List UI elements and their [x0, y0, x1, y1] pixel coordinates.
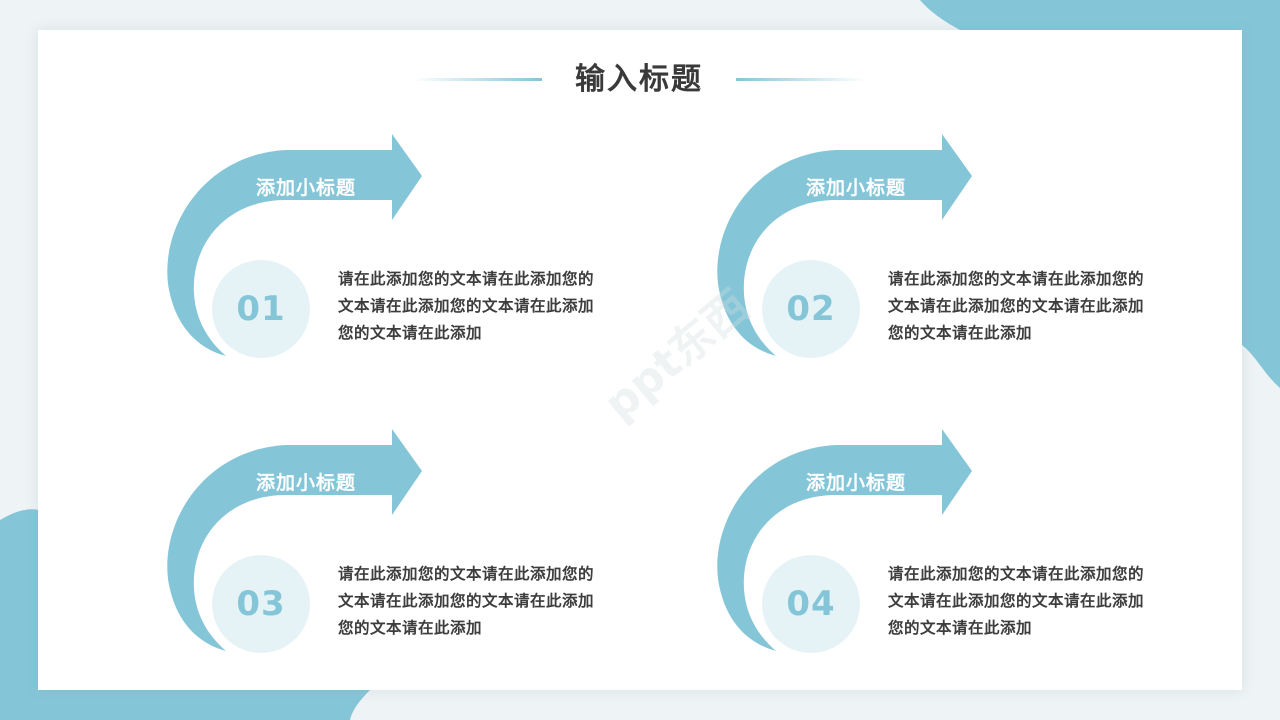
title-line-right [736, 78, 866, 81]
item-subtitle: 添加小标题 [806, 177, 907, 199]
item-subtitle: 添加小标题 [806, 472, 907, 494]
item-number: 02 [762, 260, 860, 358]
item-subtitle: 添加小标题 [256, 472, 357, 494]
item-description: 请在此添加您的文本请在此添加您的文本请在此添加您的文本请在此添加您的文本请在此添… [888, 565, 1145, 637]
list-item-4: 添加小标题 04 请在此添加您的文本请在此添加您的文本请在此添加您的文本请在此添… [716, 429, 1176, 669]
curved-arrow-icon [717, 429, 972, 651]
item-number: 01 [212, 260, 310, 358]
item-description: 请在此添加您的文本请在此添加您的文本请在此添加您的文本请在此添加您的文本请在此添… [338, 270, 595, 342]
title-section: 输入标题 [38, 30, 1242, 134]
item-number: 03 [212, 555, 310, 653]
item-description: 请在此添加您的文本请在此添加您的文本请在此添加您的文本请在此添加您的文本请在此添… [888, 270, 1145, 342]
page-title: 输入标题 [575, 62, 703, 97]
list-item-3: 添加小标题 03 请在此添加您的文本请在此添加您的文本请在此添加您的文本请在此添… [166, 429, 626, 669]
list-item-1: 添加小标题 01 请在此添加您的文本请在此添加您的文本请在此添加您的文本请在此添… [166, 134, 626, 374]
list-item-2: 添加小标题 02 请在此添加您的文本请在此添加您的文本请在此添加您的文本请在此添… [716, 134, 1176, 374]
curved-arrow-icon [717, 134, 972, 356]
item-subtitle: 添加小标题 [256, 177, 357, 199]
item-description: 请在此添加您的文本请在此添加您的文本请在此添加您的文本请在此添加您的文本请在此添… [338, 565, 595, 637]
curved-arrow-icon [167, 134, 422, 356]
slide-card: 输入标题 添加小标题 01 请在此添加您的文本请在此添加您的文本请在此添加您的文… [38, 30, 1242, 690]
title-line-left [412, 78, 542, 81]
item-number: 04 [762, 555, 860, 653]
curved-arrow-icon [167, 429, 422, 651]
